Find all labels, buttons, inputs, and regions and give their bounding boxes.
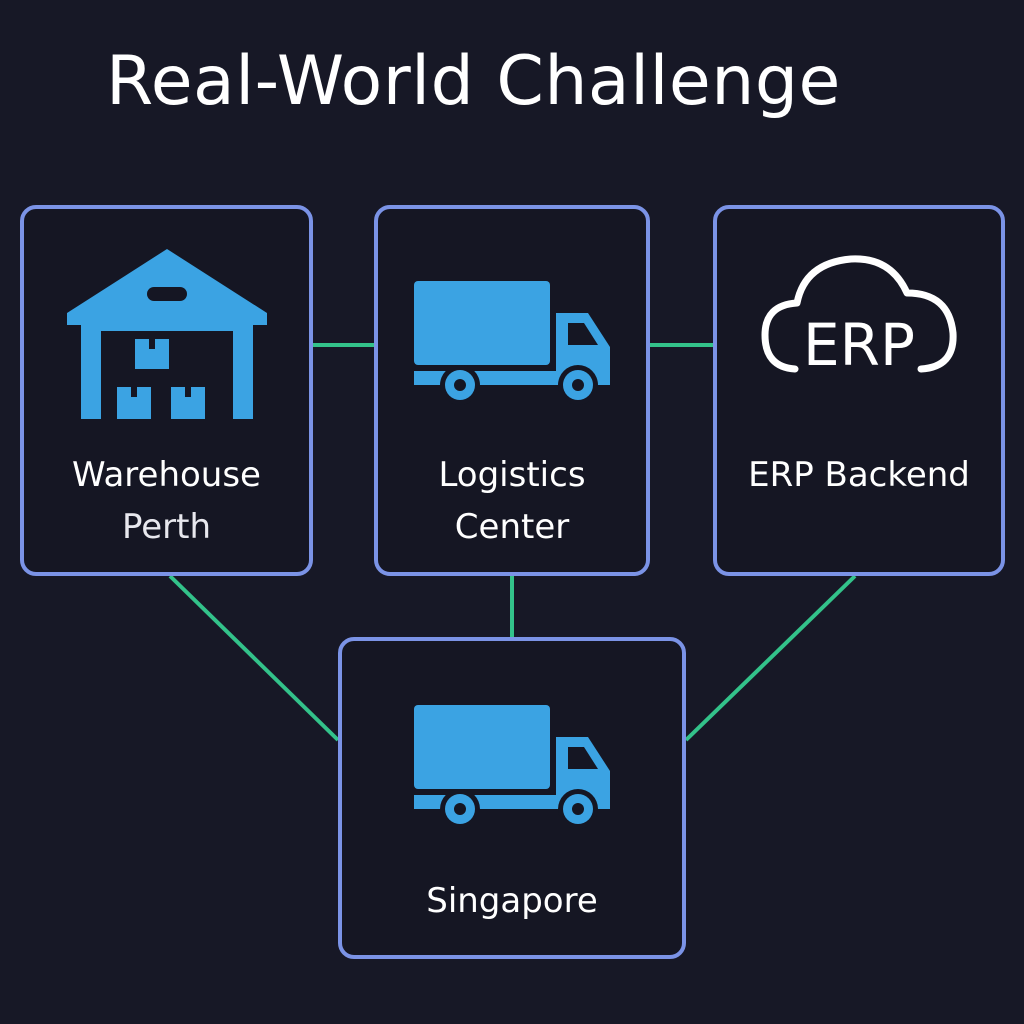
node-logistics-center: Logistics Center xyxy=(374,205,650,576)
truck-icon xyxy=(414,705,610,829)
edge-erp-singapore xyxy=(684,574,857,742)
cloud-icon: ERP xyxy=(761,255,957,379)
edge-warehouse-singapore xyxy=(168,574,340,742)
truck-icon xyxy=(414,281,610,405)
node-label: ERP Backend xyxy=(717,449,1001,501)
node-singapore: Singapore xyxy=(338,637,686,959)
node-name-line1: Logistics xyxy=(438,455,586,495)
node-warehouse-perth: Warehouse Perth xyxy=(20,205,313,576)
cloud-icon-text: ERP xyxy=(803,311,915,379)
node-location: Perth xyxy=(121,507,212,547)
node-label: Warehouse Perth xyxy=(24,449,309,553)
node-label: Logistics Center xyxy=(378,449,646,553)
node-name: Warehouse xyxy=(72,455,261,495)
page-title: Real-World Challenge xyxy=(106,42,841,121)
warehouse-icon xyxy=(66,249,267,419)
node-name: Singapore xyxy=(426,881,598,921)
node-label: Singapore xyxy=(342,875,682,927)
node-name: ERP Backend xyxy=(748,455,970,495)
node-erp-backend: ERP ERP Backend xyxy=(713,205,1005,576)
node-name-line2: Center xyxy=(454,507,570,547)
